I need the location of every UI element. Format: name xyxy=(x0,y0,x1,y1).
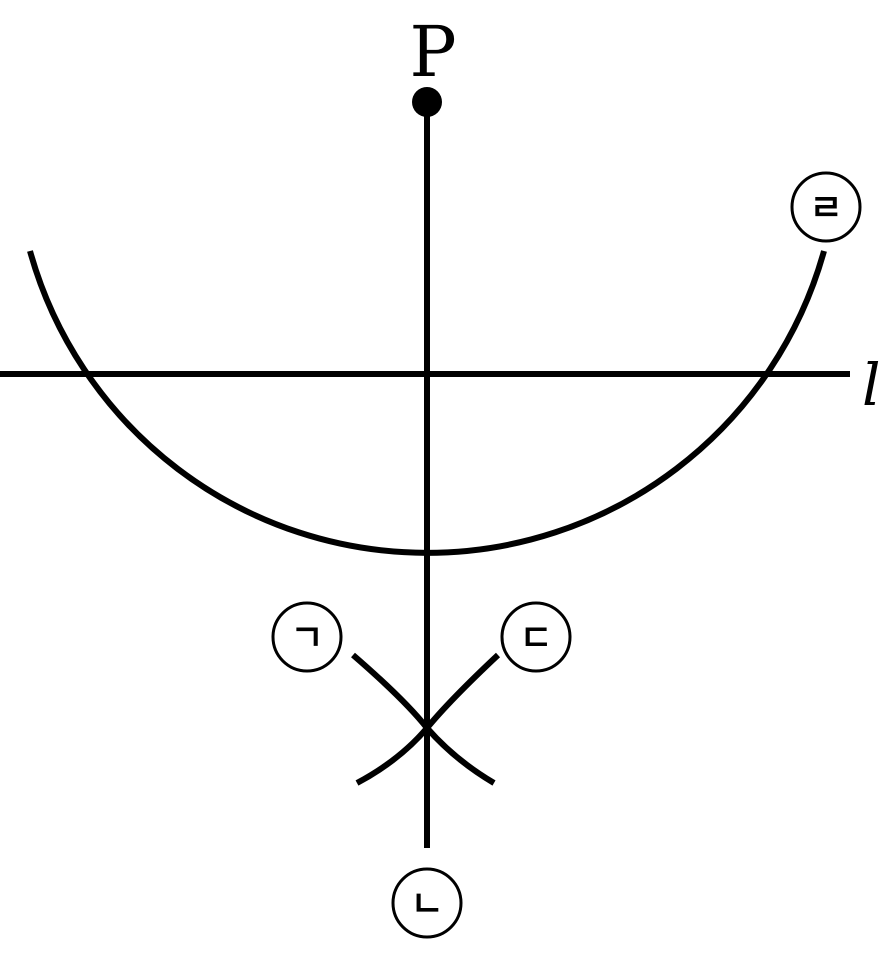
mark-giyeok-text: ㄱ xyxy=(290,618,323,659)
arc-rieul xyxy=(27,250,827,556)
mark-nieun-text: ㄴ xyxy=(410,884,443,925)
mark-giyeok: ㄱ xyxy=(271,601,343,673)
mark-digeut-text: ㄷ xyxy=(519,618,552,659)
arc-giyeok xyxy=(351,652,496,786)
arc-digeut xyxy=(355,652,501,786)
mark-digeut: ㄷ xyxy=(500,601,572,673)
point-p-label: P xyxy=(409,11,456,93)
mark-rieul: ㄹ xyxy=(790,171,862,243)
mark-nieun: ㄴ xyxy=(391,867,463,939)
mark-rieul-text: ㄹ xyxy=(809,188,842,229)
line-l-label: l xyxy=(862,351,881,419)
point-p xyxy=(412,87,442,117)
